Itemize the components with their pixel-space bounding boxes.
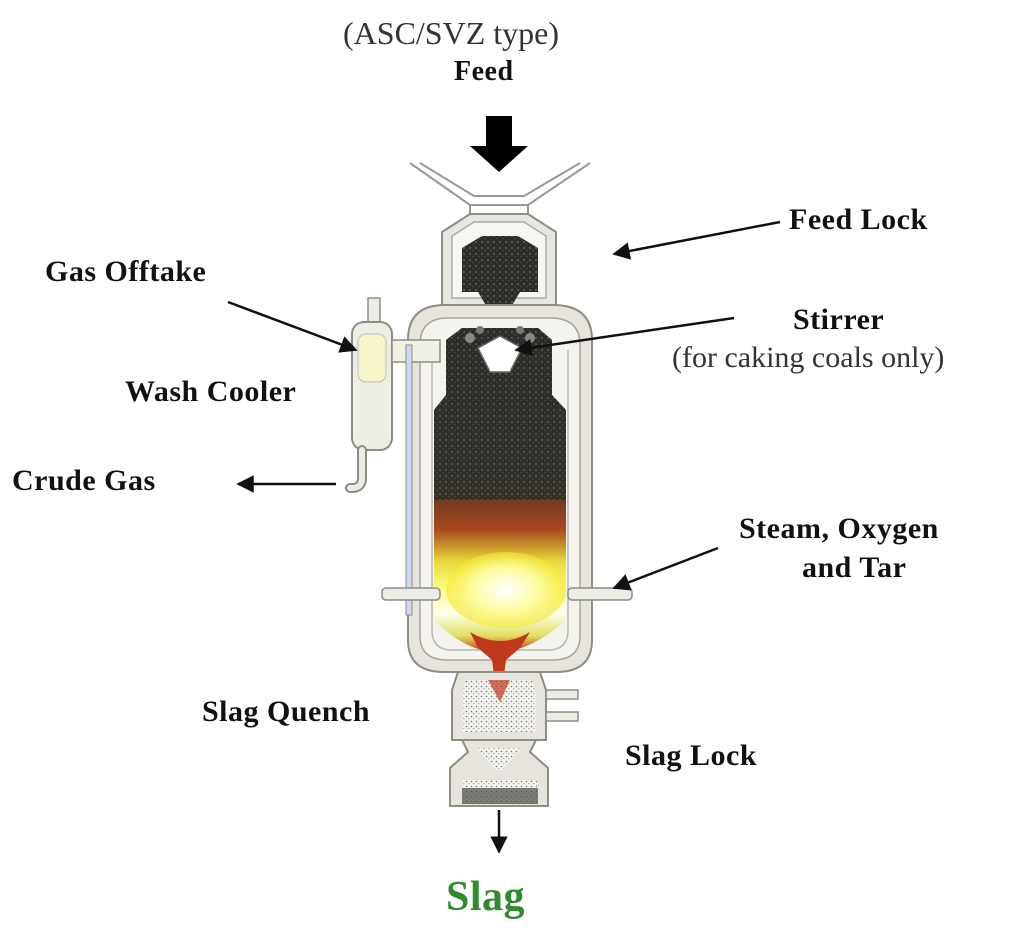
feed-lock-arrow — [612, 220, 781, 260]
slag-output-label: Slag — [446, 874, 526, 920]
wash-cooler — [345, 297, 441, 616]
gas-offtake-arrow — [227, 300, 358, 353]
gas-offtake-label: Gas Offtake — [45, 255, 207, 288]
tuyeres — [381, 587, 633, 601]
fuel-bed — [434, 328, 566, 690]
slag-quench-chamber — [451, 671, 579, 741]
steam-oxygen-arrow — [612, 546, 719, 591]
feed-arrow — [470, 116, 528, 172]
feed-lock-vessel — [441, 213, 557, 312]
and-tar-label: and Tar — [802, 551, 907, 584]
slag-lock-label: Slag Lock — [625, 739, 758, 772]
wash-cooler-label: Wash Cooler — [125, 375, 297, 408]
feed-lock-label: Feed Lock — [789, 203, 928, 236]
feed-label: Feed — [454, 56, 514, 87]
stirrer-note-label: (for caking coals only) — [672, 341, 945, 374]
crude-gas-label: Crude Gas — [12, 464, 156, 497]
stirrer-label: Stirrer — [793, 303, 885, 336]
stirrer-arrow — [514, 316, 735, 357]
diagram-subtitle: (ASC/SVZ type) — [343, 15, 559, 51]
slag-lock-vessel — [449, 739, 549, 807]
steam-oxygen-label: Steam, Oxygen — [739, 512, 939, 545]
slag-quench-label: Slag Quench — [202, 695, 371, 728]
